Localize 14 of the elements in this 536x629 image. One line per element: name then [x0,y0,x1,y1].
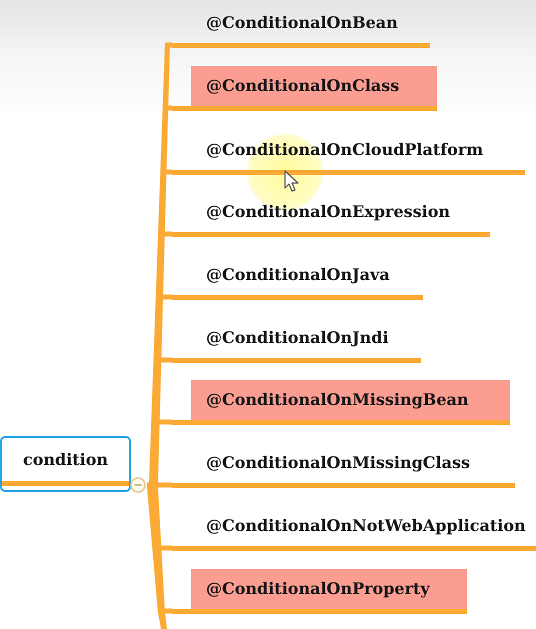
highlighted-topic-label: @ConditionalOnProperty [191,568,467,608]
topic-label: @ConditionalOnBean [205,12,399,34]
topic-label: @ConditionalOnCloudPlatform [205,138,484,160]
root-topic-label: condition [22,450,110,469]
topic-label: @ConditionalOnJava [205,264,391,286]
branch-topic [172,566,467,614]
branch-topic [172,378,510,424]
branch-topic [172,64,437,110]
topic-label: @ConditionalOnMissingClass [205,452,471,474]
highlighted-topic-label: @ConditionalOnMissingBean [191,380,510,420]
highlighted-topic-label: @ConditionalOnClass [191,66,437,106]
topic-label: @ConditionalOnExpression [205,200,452,222]
topic-label: @ConditionalOnJndi [205,326,390,348]
topic-label: @ConditionalOnNotWebApplication [205,514,527,536]
